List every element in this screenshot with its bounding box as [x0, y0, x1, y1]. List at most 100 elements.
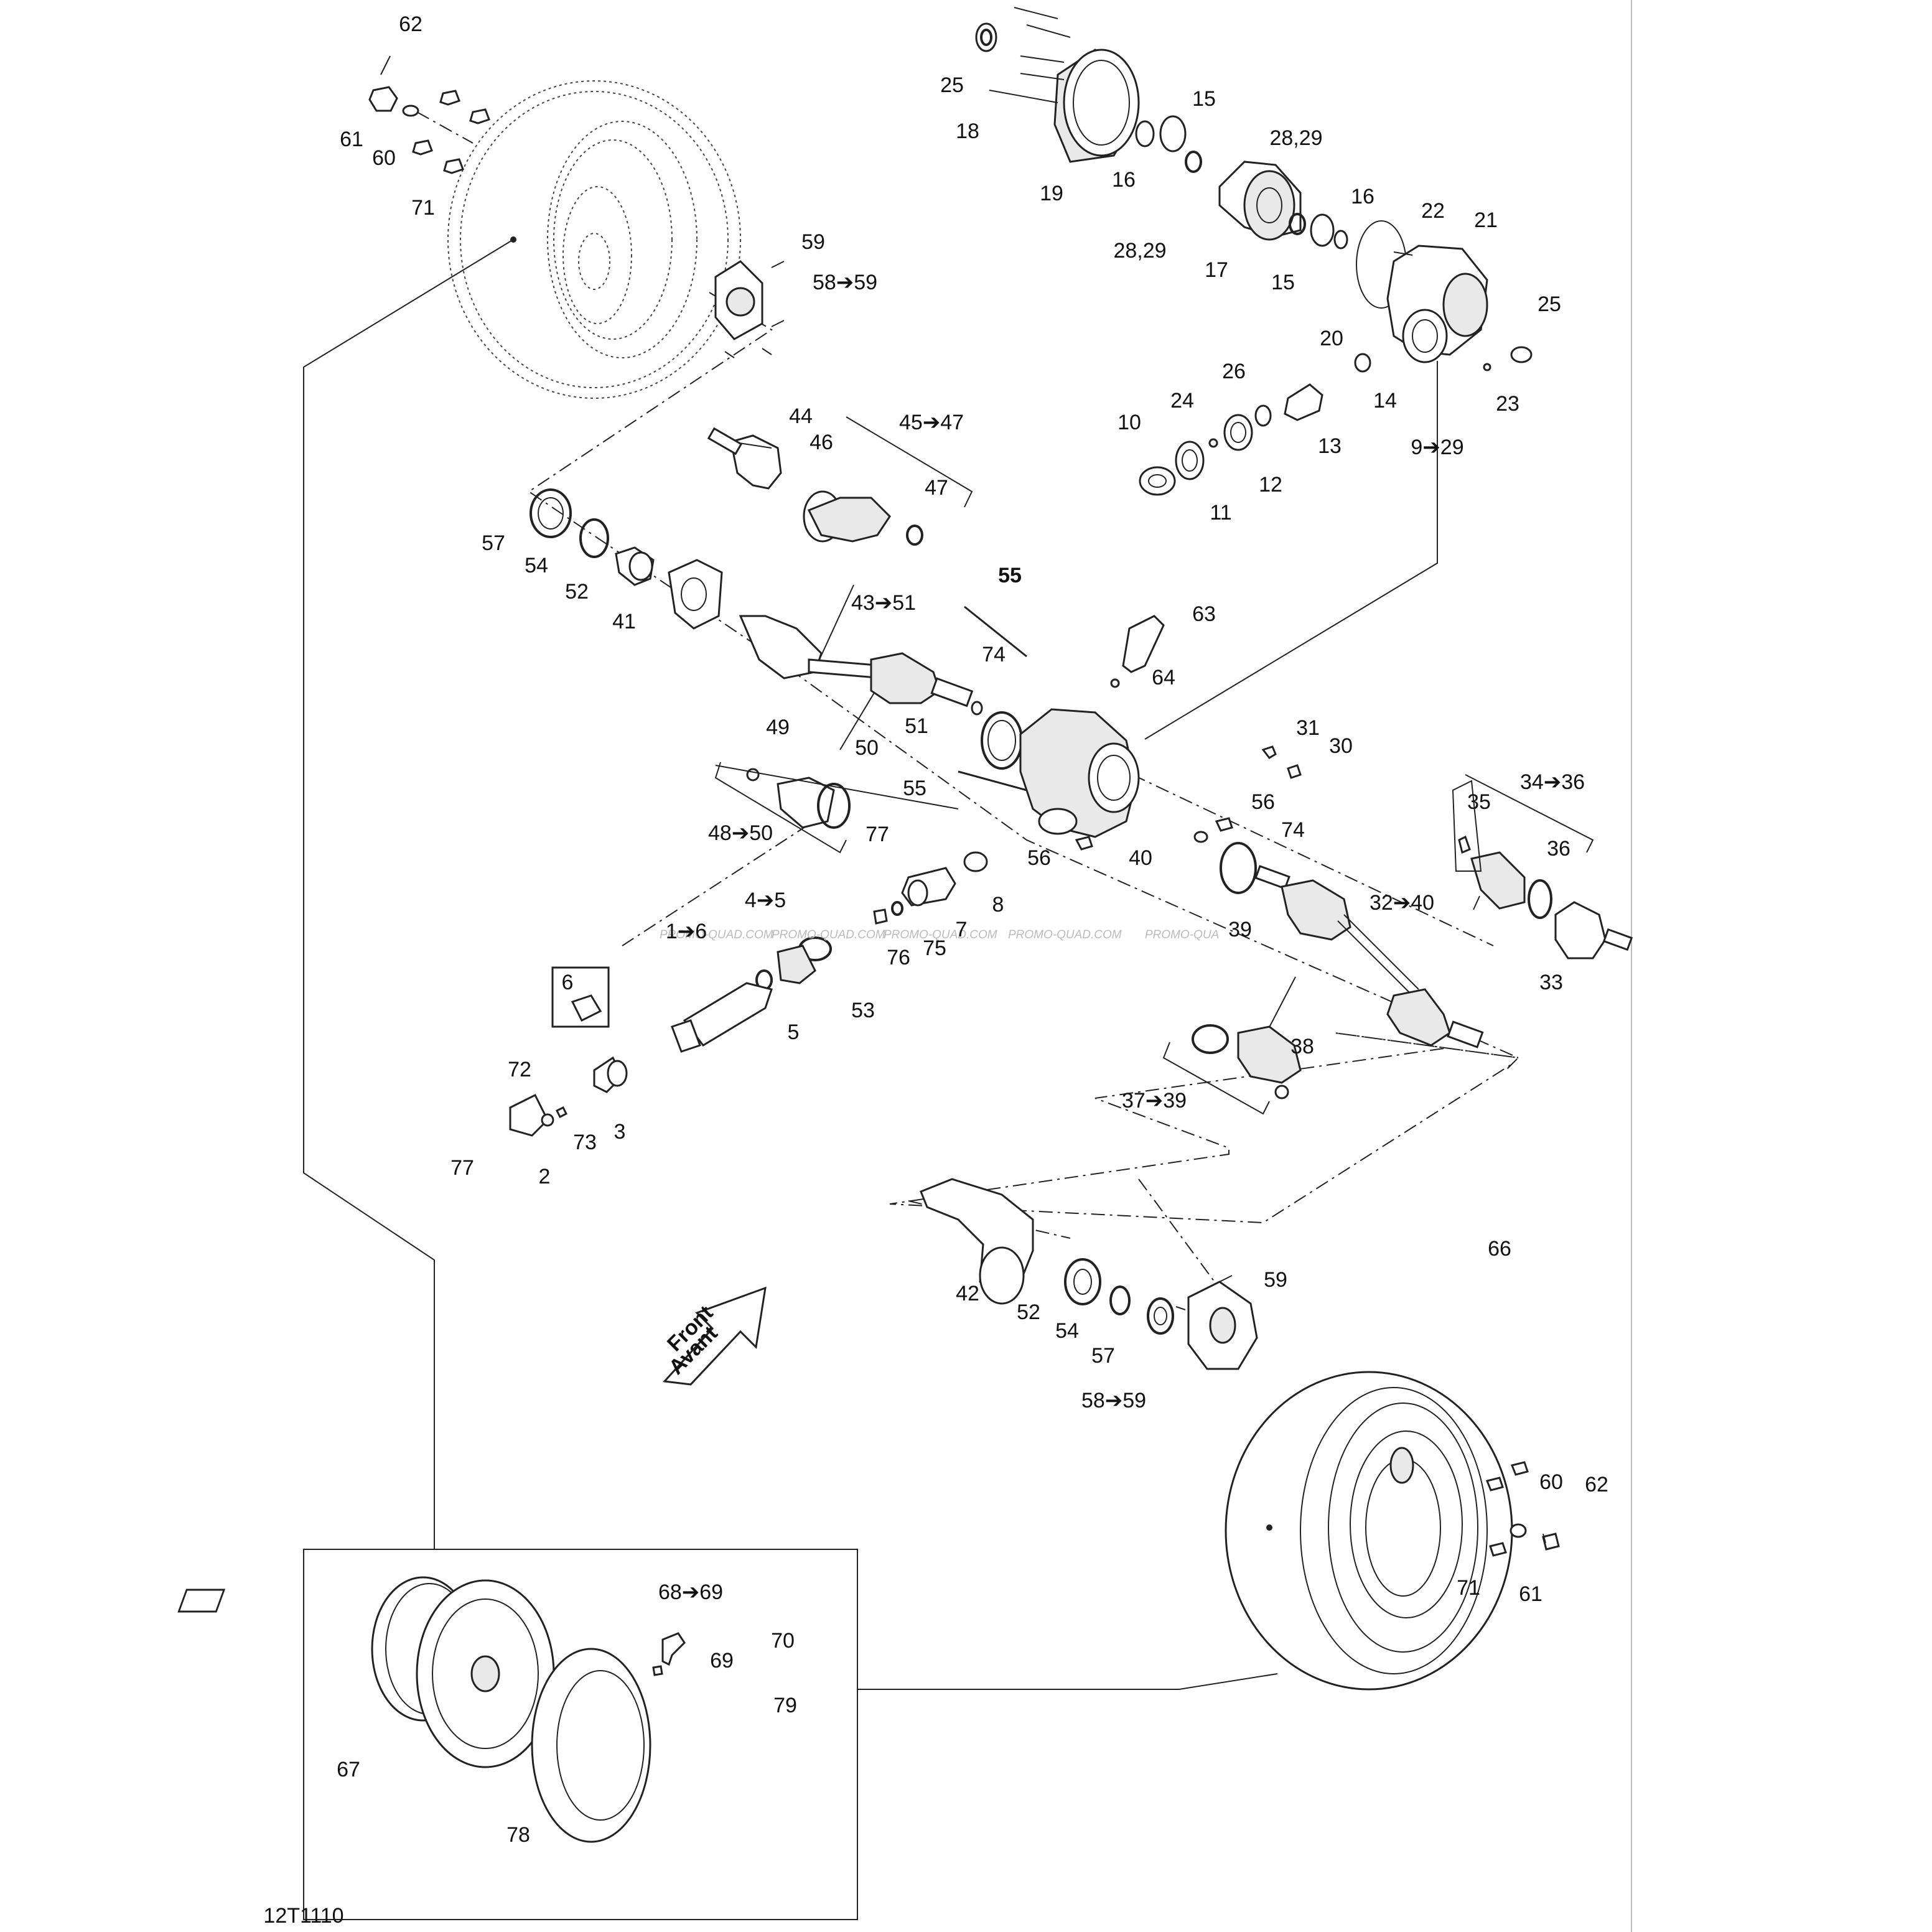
- callout-77b: 77: [450, 1156, 474, 1180]
- callout-30: 30: [1329, 734, 1353, 758]
- watermark-3: PROMO-QUAD.COM: [884, 928, 997, 941]
- callout-58a: 58➔59: [813, 271, 877, 294]
- callout-24: 24: [1170, 389, 1194, 413]
- callout-74b: 74: [1281, 818, 1305, 842]
- callout-56b: 56: [1027, 846, 1051, 870]
- callout-26: 26: [1222, 360, 1246, 383]
- front-wheel: [1225, 1371, 1560, 1691]
- callout-57b: 57: [1091, 1344, 1115, 1368]
- steering-knuckle: [920, 1178, 1258, 1370]
- callout-39: 39: [1228, 918, 1252, 941]
- callout-15b: 15: [1271, 271, 1295, 294]
- callout-44: 44: [789, 404, 813, 428]
- callout-62b: 62: [1585, 1473, 1608, 1496]
- callout-16a: 16: [1112, 168, 1136, 192]
- callout-56a: 56: [1251, 790, 1275, 814]
- callout-21: 21: [1474, 208, 1498, 232]
- callout-23: 23: [1496, 392, 1519, 416]
- callout-63: 63: [1192, 602, 1216, 626]
- callout-14: 14: [1373, 389, 1397, 413]
- callout-12: 12: [1259, 473, 1282, 497]
- callout-70: 70: [771, 1629, 795, 1653]
- callout-60a: 60: [372, 146, 396, 170]
- callout-16c: 1➔6: [666, 920, 707, 943]
- callout-3: 3: [614, 1120, 626, 1144]
- callout-41: 41: [612, 610, 636, 633]
- callout-51: 51: [905, 714, 928, 738]
- callout-6869: 68➔69: [658, 1580, 723, 1604]
- callout-7: 7: [956, 918, 968, 941]
- callout-15a: 15: [1192, 87, 1216, 111]
- callout-11: 11: [1210, 501, 1231, 525]
- callout-10: 10: [1118, 411, 1141, 434]
- callout-8: 8: [992, 893, 1004, 917]
- callout-77a: 77: [866, 823, 889, 846]
- callout-40: 40: [1129, 846, 1152, 870]
- diff-cover: [1356, 220, 1533, 371]
- callout-54b: 54: [1055, 1319, 1079, 1343]
- cv-axle-upper: [530, 427, 983, 829]
- callout-57a: 57: [482, 531, 505, 555]
- differential-housing: [975, 7, 1202, 173]
- front-diff-housing: [958, 605, 1302, 872]
- callout-66: 66: [1488, 1237, 1511, 1261]
- callout-labels: 626160715958➔59251819161528,2928,2916171…: [337, 12, 1608, 1847]
- callout-67: 67: [337, 1758, 360, 1781]
- callout-5: 5: [788, 1020, 800, 1044]
- callout-2829b: 28,29: [1113, 239, 1166, 263]
- callout-55a: 55: [998, 564, 1022, 587]
- callout-76: 76: [887, 946, 910, 969]
- callout-31: 31: [1296, 716, 1320, 740]
- watermark-2: PROMO-QUAD.COM: [772, 928, 885, 941]
- pinion-assembly: [1139, 353, 1371, 496]
- callout-78: 78: [506, 1823, 530, 1847]
- callout-49: 49: [766, 716, 790, 739]
- callout-38: 38: [1290, 1035, 1314, 1058]
- callout-46: 46: [810, 431, 833, 454]
- front-direction-arrow: Front Avant: [662, 1286, 767, 1386]
- callout-79: 79: [773, 1694, 797, 1717]
- drawing-code: 12T1110: [263, 1904, 343, 1928]
- callout-71a: 71: [411, 196, 435, 220]
- watermark: PROMO-QUAD.COM PROMO-QUAD.COM PROMO-QUAD…: [660, 928, 1219, 941]
- callout-3436: 34➔36: [1520, 770, 1585, 794]
- callout-69: 69: [710, 1649, 734, 1673]
- callout-42: 42: [956, 1282, 979, 1305]
- callout-62a: 62: [399, 12, 422, 36]
- ring-gear: [1218, 161, 1348, 250]
- callout-52b: 52: [1017, 1300, 1040, 1324]
- callout-25a: 25: [940, 73, 964, 97]
- cv-axle-lower: [1192, 780, 1633, 1099]
- callout-64: 64: [1152, 666, 1175, 689]
- callout-47: 47: [925, 476, 948, 500]
- callout-4351: 43➔51: [851, 591, 916, 615]
- rear-wheel-phantom: [447, 80, 741, 399]
- callout-3240: 32➔40: [1370, 891, 1434, 915]
- callout-25b: 25: [1538, 292, 1561, 316]
- callout-6: 6: [562, 971, 574, 994]
- callout-36: 36: [1547, 837, 1570, 861]
- callout-73: 73: [573, 1131, 597, 1154]
- callout-35: 35: [1467, 790, 1491, 814]
- callout-16b: 16: [1351, 185, 1374, 208]
- watermark-4: PROMO-QUAD.COM: [1008, 928, 1122, 941]
- callout-52a: 52: [565, 580, 589, 604]
- callout-60b: 60: [1539, 1470, 1563, 1494]
- callout-929: 9➔29: [1411, 436, 1463, 459]
- callout-4547: 45➔47: [899, 411, 964, 434]
- kit-brackets: [714, 416, 1594, 1115]
- callout-53: 53: [851, 999, 875, 1022]
- callout-54a: 54: [525, 554, 548, 577]
- callout-33: 33: [1539, 971, 1563, 994]
- callout-55b: 55: [903, 777, 926, 800]
- callout-3739: 37➔39: [1122, 1089, 1187, 1113]
- callout-2: 2: [539, 1165, 551, 1188]
- callout-2829a: 28,29: [1269, 126, 1322, 150]
- callout-20: 20: [1320, 327, 1343, 350]
- callout-61a: 61: [340, 128, 363, 151]
- dashed-centerlines: [528, 292, 1520, 1323]
- callout-74a: 74: [982, 643, 1006, 666]
- callout-22: 22: [1421, 199, 1445, 223]
- callout-17: 17: [1205, 258, 1228, 282]
